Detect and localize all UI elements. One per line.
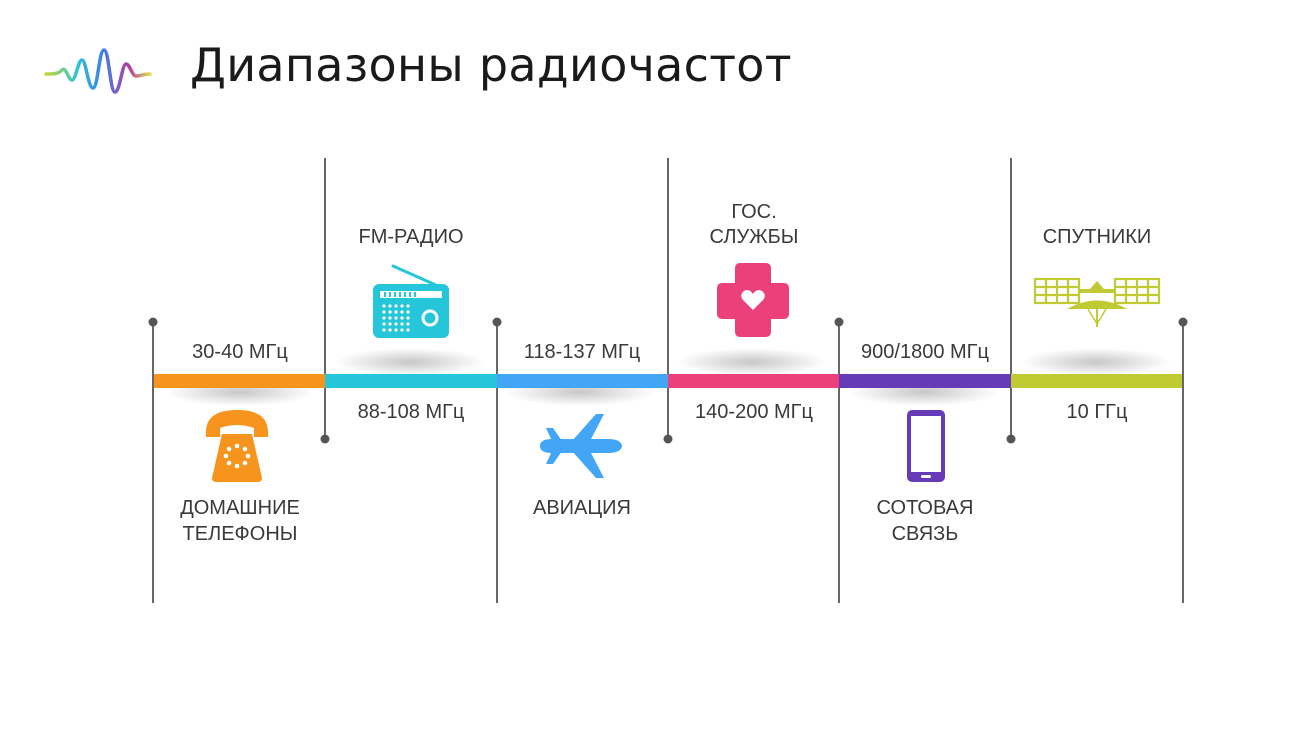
range-label-fm-radio: 88-108 МГц [358, 401, 465, 423]
name-label-fm-radio: FM-РАДИО [358, 226, 463, 248]
name-label-gov-services-line2: СЛУЖБЫ [710, 226, 799, 248]
band-bar-satellites [1011, 374, 1182, 388]
range-label-cellular: 900/1800 МГц [861, 341, 989, 363]
telephone-icon [206, 410, 268, 482]
satellite-icon [1033, 277, 1161, 327]
range-label-satellites: 10 ГГц [1067, 401, 1128, 423]
name-label-aviation: АВИАЦИЯ [533, 497, 631, 519]
range-label-home-phones: 30-40 МГц [192, 341, 288, 363]
name-label-home-phones-line2: ТЕЛЕФОНЫ [183, 523, 298, 545]
waveform-logo-icon [44, 48, 152, 94]
band-bar-gov-services [668, 374, 839, 388]
radio-icon [373, 264, 449, 338]
band-bar-fm-radio [325, 374, 497, 388]
name-label-cellular-line2: СВЯЗЬ [892, 523, 959, 545]
range-label-gov-services: 140-200 МГц [695, 401, 813, 423]
dividers [148, 158, 1188, 603]
name-label-satellites: СПУТНИКИ [1043, 226, 1152, 248]
page-title: Диапазоны радиочастот [190, 38, 792, 92]
range-label-aviation: 118-137 МГц [524, 341, 640, 363]
band-bar-cellular [839, 374, 1011, 388]
frequency-bar [154, 374, 1182, 388]
name-label-cellular-line1: СОТОВАЯ [877, 497, 974, 519]
name-label-gov-services-line1: ГОС. [731, 201, 776, 223]
name-label-home-phones-line1: ДОМАШНИЕ [180, 497, 300, 519]
band-bar-aviation [497, 374, 668, 388]
mobile-phone-icon [907, 410, 945, 482]
medical-cross-heart-icon [717, 263, 789, 337]
band-bar-home-phones [154, 374, 325, 388]
airplane-icon [540, 414, 622, 478]
